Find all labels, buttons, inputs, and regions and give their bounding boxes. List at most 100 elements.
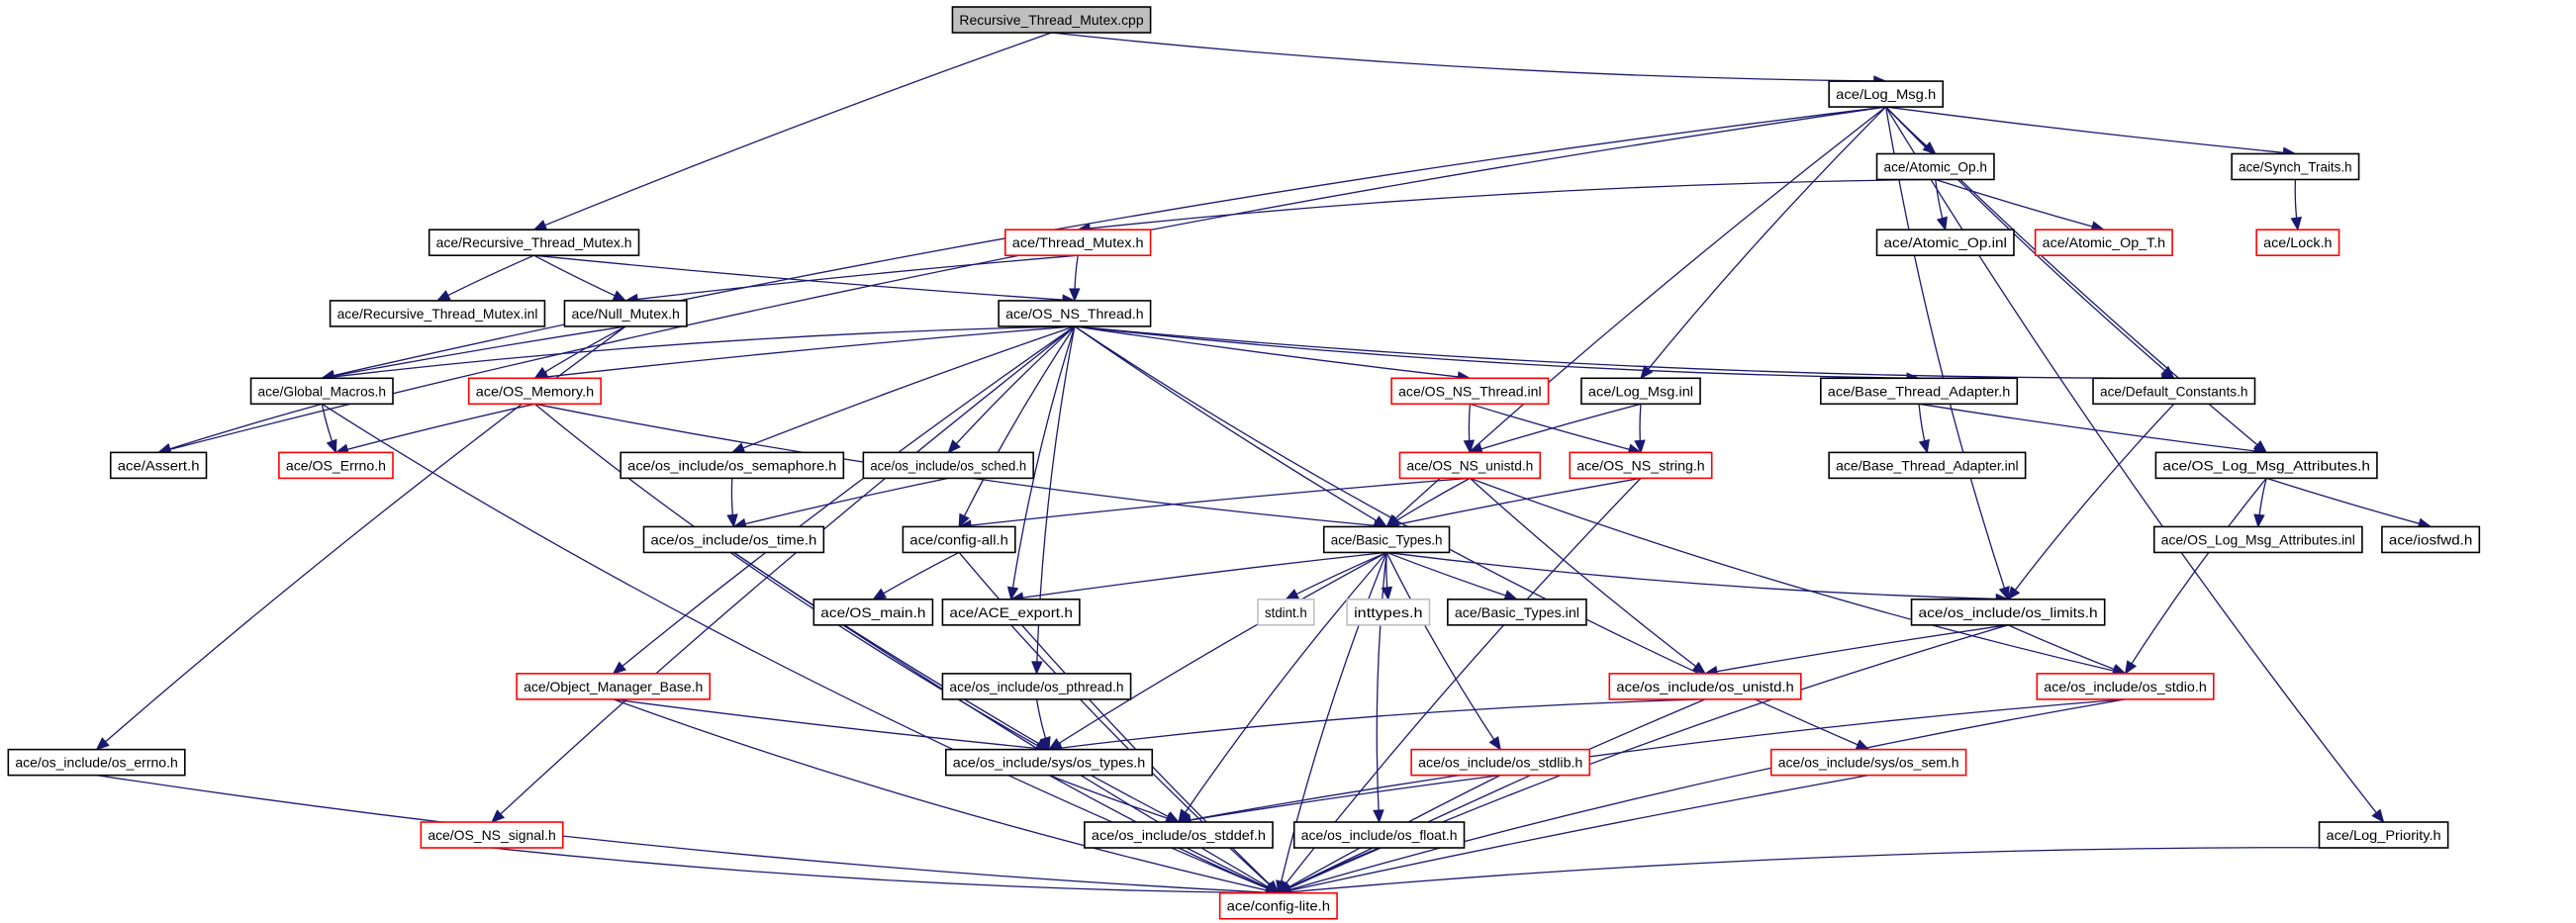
node-ace-log-priority-h[interactable]: ace/Log_Priority.h	[2318, 821, 2449, 849]
node-ace-basic-types-inl[interactable]: ace/Basic_Types.inl	[1447, 599, 1587, 626]
node-ace-os-include-os-sched-h[interactable]: ace/os_include/os_sched.h	[862, 451, 1034, 480]
node-ace-os-log-msg-attributes-h[interactable]: ace/OS_Log_Msg_Attributes.h	[2154, 451, 2378, 480]
arrowhead-icon	[326, 438, 337, 454]
node-ace-config-all-h[interactable]: ace/config-all.h	[902, 525, 1016, 554]
node-ace-os-log-msg-attributes-inl[interactable]: ace/OS_Log_Msg_Attributes.inl	[2152, 525, 2363, 554]
node-ace-basic-types-h[interactable]: ace/Basic_Types.h	[1322, 525, 1451, 554]
edge-n22-n27	[733, 477, 949, 528]
edge-n38-n43	[613, 698, 1050, 751]
edge-n12-n18	[1074, 325, 2174, 379]
node-ace-os-main-h[interactable]: ace/OS_main.h	[812, 599, 934, 626]
node-ace-atomic-op-t-h[interactable]: ace/Atomic_Op_T.h	[2034, 229, 2173, 256]
node-box	[1447, 599, 1587, 626]
node-label: ace/os_include/os_errno.h	[15, 755, 177, 771]
node-ace-recursive-thread-mutex-inl[interactable]: ace/Recursive_Thread_Mutex.inl	[329, 300, 546, 327]
edge-n12-n22	[947, 325, 1076, 453]
node-label: ace/os_include/os_semaphore.h	[627, 457, 836, 473]
arrowhead-icon	[1381, 586, 1393, 601]
edge-n2-n18	[1885, 106, 2175, 379]
node-ace-log-msg-h[interactable]: ace/Log_Msg.h	[1828, 80, 1945, 108]
node-ace-os-include-os-time-h[interactable]: ace/os_include/os_time.h	[642, 525, 825, 554]
node-ace-thread-mutex-h[interactable]: ace/Thread_Mutex.h	[1004, 229, 1152, 256]
node-ace-log-msg-inl[interactable]: ace/Log_Msg.inl	[1580, 377, 1701, 406]
node-label: ace/Base_Thread_Adapter.h	[1828, 383, 2010, 399]
node-ace-os-include-os-float-h[interactable]: ace/os_include/os_float.h	[1292, 821, 1466, 849]
edge-n14-n20	[335, 403, 535, 454]
node-box	[620, 451, 845, 480]
node-ace-os-include-os-pthread-h[interactable]: ace/os_include/os_pthread.h	[941, 673, 1132, 700]
edge-n29-n50	[1278, 552, 1387, 893]
edge-n26-n31	[2265, 477, 2432, 528]
edge-n12-n14	[534, 325, 1075, 379]
arrowhead-icon	[726, 513, 738, 528]
node-label: ace/os_include/os_limits.h	[1919, 604, 2098, 620]
edge-n12-n46	[491, 325, 1076, 823]
edge-n37-n41	[2007, 624, 2126, 675]
node-ace-base-thread-adapter-inl[interactable]: ace/Base_Thread_Adapter.inl	[1828, 451, 2027, 480]
edge-n12-n28	[958, 325, 1076, 527]
node-ace-os-ns-unistd-h[interactable]: ace/OS_NS_unistd.h	[1398, 451, 1542, 480]
node-label: ace/OS_Log_Msg_Attributes.h	[2162, 457, 2370, 473]
node-box	[249, 377, 394, 406]
node-label: ace/iosfwd.h	[2389, 531, 2472, 547]
node-ace-config-lite-h[interactable]: ace/config-lite.h	[1218, 891, 1338, 920]
node-ace-os-include-os-unistd-h[interactable]: ace/os_include/os_unistd.h	[1608, 673, 1802, 700]
node-label: stdint.h	[1265, 604, 1307, 620]
node-ace-os-ns-string-h[interactable]: ace/OS_NS_string.h	[1569, 451, 1713, 480]
node-ace-atomic-op-inl[interactable]: ace/Atomic_Op.inl	[1875, 229, 2015, 256]
arrowhead-icon	[1918, 438, 1930, 454]
nodes-layer: Recursive_Thread_Mutex.cpp ace/Log_Msg.ha…	[7, 6, 2481, 920]
node-ace-os-include-os-limits-h[interactable]: ace/os_include/os_limits.h	[1910, 599, 2106, 626]
node-box	[109, 451, 208, 480]
edge-n12-n13	[322, 325, 1075, 379]
node-ace-os-errno-h[interactable]: ace/OS_Errno.h	[278, 451, 394, 480]
node-ace-ace-export-h[interactable]: ace/ACE_export.h	[941, 599, 1081, 626]
node-box	[278, 451, 394, 480]
edge-n44-n47	[1178, 774, 1501, 823]
node-label: ace/OS_NS_Thread.h	[1005, 306, 1143, 322]
edge-n49-n50	[1278, 847, 2384, 894]
node-label: ace/Log_Priority.h	[2327, 827, 2441, 843]
node-label: ace/Global_Macros.h	[258, 383, 386, 399]
node-ace-default-constants-h[interactable]: ace/Default_Constants.h	[2092, 377, 2256, 406]
node-ace-os-memory-h[interactable]: ace/OS_Memory.h	[467, 377, 602, 406]
node-box	[467, 377, 602, 406]
node-ace-os-include-sys-os-sem-h[interactable]: ace/os_include/sys/os_sem.h	[1769, 748, 1967, 777]
arrowhead-icon	[435, 290, 451, 302]
node-inttypes-h[interactable]: inttypes.h	[1346, 599, 1431, 626]
node-ace-global-macros-h[interactable]: ace/Global_Macros.h	[249, 377, 394, 406]
node-box	[1910, 599, 2106, 626]
node-ace-os-ns-signal-h[interactable]: ace/OS_NS_signal.h	[420, 821, 564, 849]
node-ace-base-thread-adapter-h[interactable]: ace/Base_Thread_Adapter.h	[1820, 377, 2019, 406]
node-box	[1875, 229, 2015, 256]
node-box	[2318, 821, 2449, 849]
edge-n42-n50	[96, 774, 1279, 894]
node-ace-iosfwd-h[interactable]: ace/iosfwd.h	[2381, 525, 2481, 554]
edge-n23-n41	[1470, 477, 2126, 675]
edge-n40-n43	[1048, 698, 1706, 751]
edge-n40-n50	[1278, 698, 1706, 894]
node-ace-object-manager-base-h[interactable]: ace/Object_Manager_Base.h	[516, 673, 712, 700]
node-ace-lock-h[interactable]: ace/Lock.h	[2255, 229, 2340, 256]
node-ace-synch-traits-h[interactable]: ace/Synch_Traits.h	[2231, 152, 2360, 181]
node-ace-os-include-os-stdlib-h[interactable]: ace/os_include/os_stdlib.h	[1410, 748, 1591, 777]
node-ace-os-include-sys-os-types-h[interactable]: ace/os_include/sys/os_types.h	[944, 748, 1154, 777]
node-box	[2231, 152, 2360, 181]
node-ace-assert-h[interactable]: ace/Assert.h	[109, 451, 208, 480]
node-box	[944, 748, 1154, 777]
node-ace-os-include-os-errno-h[interactable]: ace/os_include/os_errno.h	[7, 748, 186, 777]
node-box	[1875, 152, 1995, 181]
node-recursive-thread-mutex-cpp[interactable]: Recursive_Thread_Mutex.cpp	[951, 6, 1152, 34]
node-ace-os-ns-thread-h[interactable]: ace/OS_NS_Thread.h	[998, 300, 1152, 327]
node-ace-os-ns-thread-inl[interactable]: ace/OS_NS_Thread.inl	[1390, 377, 1550, 406]
node-ace-os-include-os-stddef-h[interactable]: ace/os_include/os_stddef.h	[1084, 821, 1274, 849]
node-ace-atomic-op-h[interactable]: ace/Atomic_Op.h	[1875, 152, 1995, 181]
node-ace-os-include-os-semaphore-h[interactable]: ace/os_include/os_semaphore.h	[620, 451, 845, 480]
node-stdint-h[interactable]: stdint.h	[1257, 599, 1315, 626]
node-ace-null-mutex-h[interactable]: ace/Null_Mutex.h	[563, 300, 688, 327]
node-label: ace/Recursive_Thread_Mutex.inl	[337, 306, 538, 322]
arrowhead-icon	[1998, 586, 2010, 601]
node-ace-os-include-os-stdio-h[interactable]: ace/os_include/os_stdio.h	[2036, 673, 2215, 700]
node-label: ace/ACE_export.h	[949, 604, 1072, 620]
node-ace-recursive-thread-mutex-h[interactable]: ace/Recursive_Thread_Mutex.h	[428, 229, 640, 256]
